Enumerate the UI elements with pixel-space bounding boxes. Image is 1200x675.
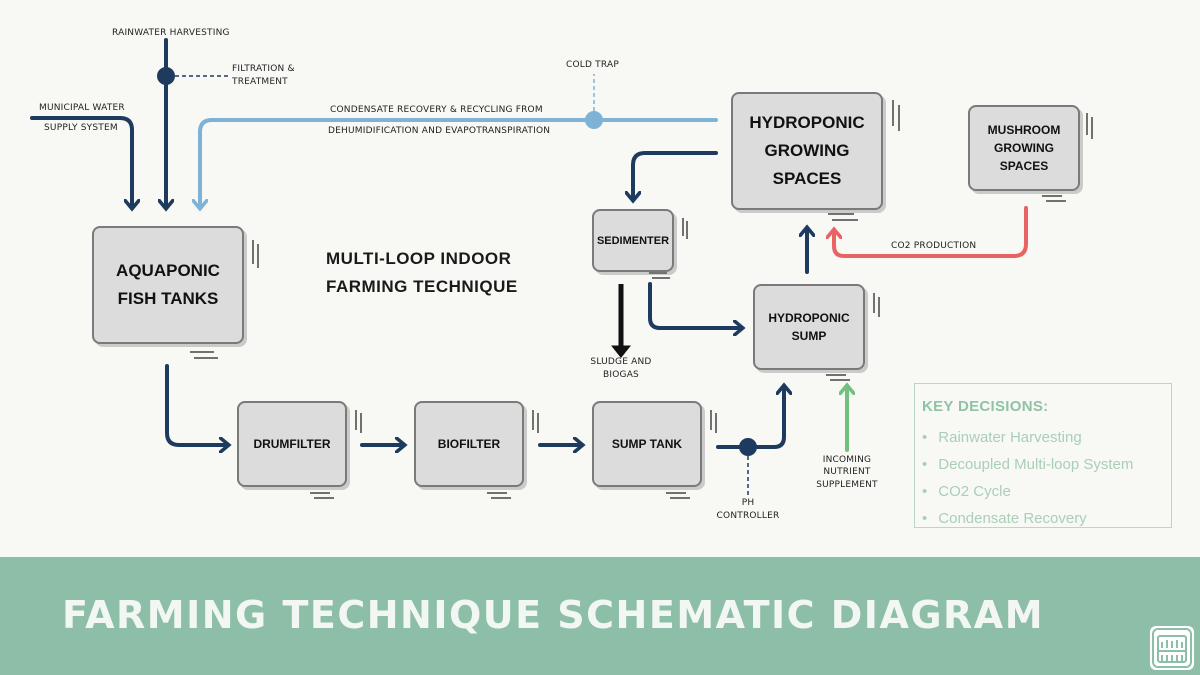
condensate-label-line2: DEHUMIDIFICATION AND EVAPOTRANSPIRATION xyxy=(328,126,551,136)
key-decision-item: Decoupled Multi-loop System xyxy=(922,451,1133,478)
hydroponic-spaces-line2: GROWING xyxy=(764,141,850,160)
cold-trap-junction xyxy=(585,111,603,129)
diagram-title: MULTI-LOOP INDOOR FARMING TECHNIQUE xyxy=(326,245,518,301)
nutrient-label-line2: NUTRIENT xyxy=(823,467,871,477)
ph-junction xyxy=(739,438,757,456)
co2-flow-arrow xyxy=(834,206,1028,258)
ph-controller-label-line2: CONTROLLER xyxy=(716,511,780,521)
key-decisions-list: Rainwater Harvesting Decoupled Multi-loo… xyxy=(922,424,1133,532)
key-decision-item: Condensate Recovery xyxy=(922,505,1133,532)
footer-title: FARMING TECHNIQUE SCHEMATIC DIAGRAM xyxy=(62,593,1045,637)
nutrient-label-line3: SUPPLEMENT xyxy=(816,480,878,490)
condensate-flow-arrow xyxy=(200,118,718,208)
mushroom-line3: SPACES xyxy=(999,159,1049,173)
mushroom-line1: MUSHROOM xyxy=(987,123,1061,137)
hydroponic-spaces-line1: HYDROPONIC xyxy=(749,113,865,132)
aquaponic-line1: AQUAPONIC xyxy=(116,261,220,280)
key-decisions-panel: KEY DECISIONS: Rainwater Harvesting Deco… xyxy=(914,383,1172,528)
fish-tanks-to-drumfilter-arrow xyxy=(165,364,228,445)
sump-tank-label: SUMP TANK xyxy=(611,437,683,451)
filtration-junction xyxy=(157,67,175,85)
biofilter-label: BIOFILTER xyxy=(437,437,501,451)
sedimenter-to-sump-arrow xyxy=(648,282,742,328)
sump-tank-to-hydroponic-sump-arrow xyxy=(716,386,784,449)
hydroponic-sump-box: HYDROPONIC SUMP xyxy=(753,284,865,370)
co2-production-label: CO2 PRODUCTION xyxy=(891,241,977,251)
box-tick-marks xyxy=(190,100,1093,499)
sludge-label-line2: BIOGAS xyxy=(603,370,639,380)
greenhouse-icon xyxy=(1150,626,1194,670)
key-decision-item: CO2 Cycle xyxy=(922,478,1133,505)
municipal-flow-arrow xyxy=(30,116,132,208)
ph-controller-label-line1: PH xyxy=(741,498,755,508)
drumfilter-label: DRUMFILTER xyxy=(253,437,331,451)
biofilter-box: BIOFILTER xyxy=(414,401,524,487)
sump-tank-box: SUMP TANK xyxy=(592,401,702,487)
mushroom-growing-spaces-box: MUSHROOM GROWING SPACES xyxy=(968,105,1080,191)
condensate-label-line1: CONDENSATE RECOVERY & RECYCLING FROM xyxy=(330,105,543,115)
spaces-to-sedimenter-arrow xyxy=(633,151,718,200)
rainwater-harvesting-label: RAINWATER HARVESTING xyxy=(112,28,230,38)
municipal-water-label-line2: SUPPLY SYSTEM xyxy=(44,123,118,133)
footer-banner: FARMING TECHNIQUE SCHEMATIC DIAGRAM xyxy=(0,557,1200,675)
nutrient-label-line1: INCOMING xyxy=(822,455,872,465)
cold-trap-label: COLD TRAP xyxy=(566,60,619,70)
filtration-label-line2: TREATMENT xyxy=(232,77,288,87)
key-decision-item: Rainwater Harvesting xyxy=(922,424,1133,451)
sedimenter-box: SEDIMENTER xyxy=(592,209,674,272)
sedimenter-label: SEDIMENTER xyxy=(596,234,670,247)
hydroponic-sump-line1: HYDROPONIC xyxy=(768,311,850,325)
schematic-diagram: RAINWATER HARVESTING FILTRATION & TREATM… xyxy=(0,0,1200,557)
sludge-label-line1: SLUDGE AND xyxy=(590,357,652,367)
municipal-water-label-line1: MUNICIPAL WATER xyxy=(39,103,125,113)
mushroom-line2: GROWING xyxy=(993,141,1054,155)
flow-lines xyxy=(30,38,1093,499)
hydroponic-spaces-line3: SPACES xyxy=(772,169,842,188)
filtration-label-line1: FILTRATION & xyxy=(232,64,295,74)
aquaponic-fish-tanks-box: AQUAPONIC FISH TANKS xyxy=(92,226,244,344)
hydroponic-growing-spaces-box: HYDROPONIC GROWING SPACES xyxy=(731,92,883,210)
diagram-title-line2: FARMING TECHNIQUE xyxy=(326,277,518,296)
key-decisions-heading: KEY DECISIONS: xyxy=(922,398,1049,415)
diagram-title-line1: MULTI-LOOP INDOOR xyxy=(326,249,512,268)
drumfilter-box: DRUMFILTER xyxy=(237,401,347,487)
aquaponic-line2: FISH TANKS xyxy=(117,289,219,308)
hydroponic-sump-line2: SUMP xyxy=(791,329,827,343)
